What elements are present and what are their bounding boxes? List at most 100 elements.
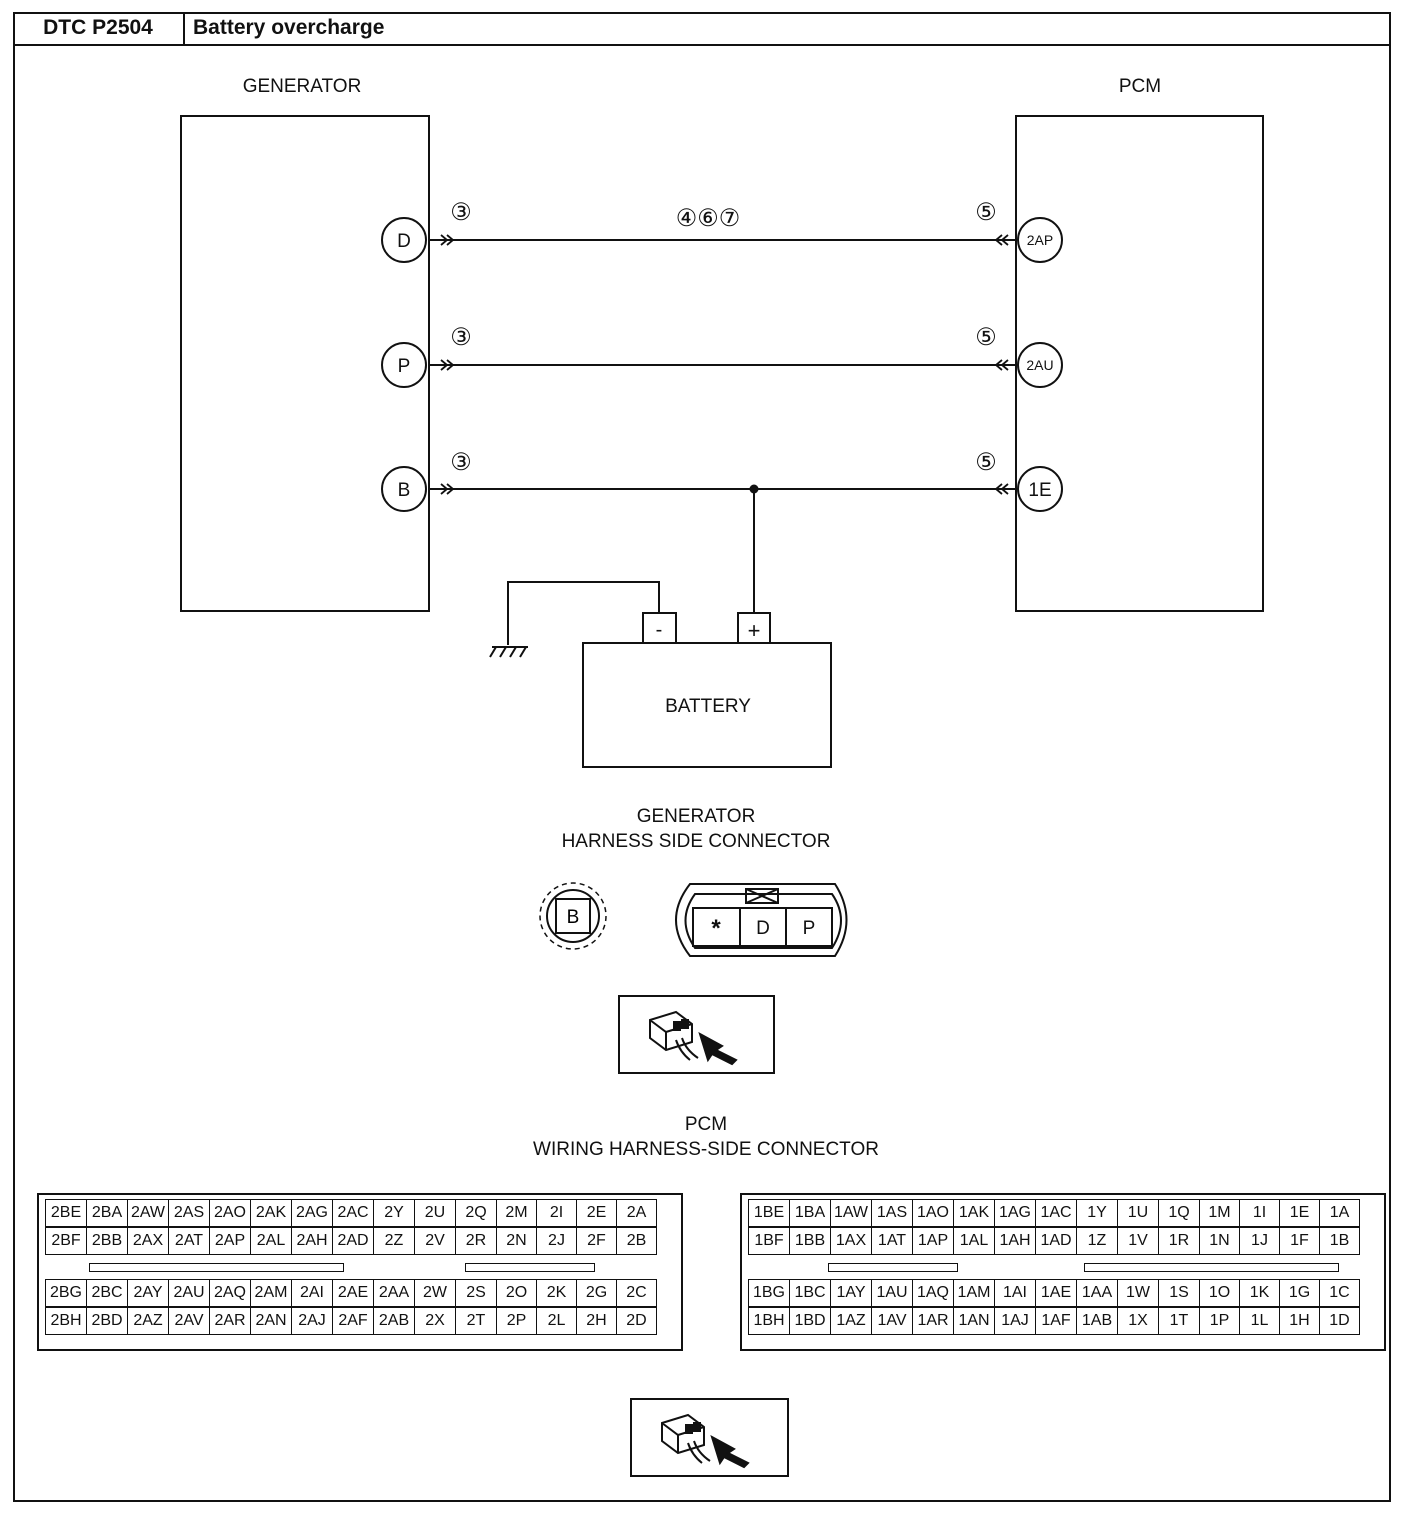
- pcm-block2-latch-row: [45, 1255, 675, 1279]
- generator-pin-d: D: [756, 918, 770, 939]
- pin-2as: 2AS: [168, 1199, 210, 1227]
- pin-1c: 1C: [1319, 1279, 1360, 1307]
- pin-1y: 1Y: [1076, 1199, 1118, 1227]
- pin-1ac: 1AC: [1035, 1199, 1077, 1227]
- latch-slot: [828, 1263, 958, 1272]
- pin-1k: 1K: [1239, 1279, 1280, 1307]
- generator-pin-star: *: [711, 915, 721, 942]
- pin-2z: 2Z: [373, 1227, 415, 1255]
- generator-terminal-b: [381, 466, 427, 512]
- pin-1am: 1AM: [953, 1279, 995, 1307]
- pin-2bd: 2BD: [86, 1307, 128, 1335]
- pin-2ae: 2AE: [332, 1279, 374, 1307]
- pin-2x: 2X: [414, 1307, 456, 1335]
- pin-1ak: 1AK: [953, 1199, 995, 1227]
- pin-2ak: 2AK: [250, 1199, 292, 1227]
- pin-1av: 1AV: [871, 1307, 913, 1335]
- pin-2l: 2L: [536, 1307, 577, 1335]
- generator-terminal-p: [381, 342, 427, 388]
- pin-1ax: 1AX: [830, 1227, 872, 1255]
- pin-1p: 1P: [1199, 1307, 1240, 1335]
- pin-2ar: 2AR: [209, 1307, 251, 1335]
- pin-2at: 2AT: [168, 1227, 210, 1255]
- pin-2ba: 2BA: [86, 1199, 128, 1227]
- step-marker-3: ③: [450, 199, 472, 226]
- pin-2bc: 2BC: [86, 1279, 128, 1307]
- generator-box: [180, 115, 430, 612]
- pin-2f: 2F: [576, 1227, 617, 1255]
- pin-2p: 2P: [496, 1307, 537, 1335]
- pin-1bc: 1BC: [789, 1279, 831, 1307]
- pin-1az: 1AZ: [830, 1307, 872, 1335]
- pin-1f: 1F: [1279, 1227, 1320, 1255]
- pin-2k: 2K: [536, 1279, 577, 1307]
- pin-1ba: 1BA: [789, 1199, 831, 1227]
- pin-2al: 2AL: [250, 1227, 292, 1255]
- pin-1an: 1AN: [953, 1307, 995, 1335]
- pin-1bd: 1BD: [789, 1307, 831, 1335]
- pcm-block1-latch-row: [748, 1255, 1378, 1279]
- pin-2ai: 2AI: [291, 1279, 333, 1307]
- diagram-frame: [13, 12, 1391, 1502]
- pcm-terminal-1e: [1017, 466, 1063, 512]
- pin-1q: 1Q: [1158, 1199, 1200, 1227]
- battery-positive-terminal: [737, 612, 771, 644]
- pin-1ar: 1AR: [912, 1307, 954, 1335]
- pin-1t: 1T: [1158, 1307, 1200, 1335]
- pin-2ac: 2AC: [332, 1199, 374, 1227]
- pcm-connector-title: PCM: [685, 1114, 727, 1135]
- latch-slot: [89, 1263, 344, 1272]
- pin-2m: 2M: [496, 1199, 537, 1227]
- pin-2bg: 2BG: [45, 1279, 87, 1307]
- pin-2h: 2H: [576, 1307, 617, 1335]
- pin-1z: 1Z: [1076, 1227, 1118, 1255]
- pin-2t: 2T: [455, 1307, 497, 1335]
- pin-2ap: 2AP: [209, 1227, 251, 1255]
- pin-2aj: 2AJ: [291, 1307, 333, 1335]
- pin-1ap: 1AP: [912, 1227, 954, 1255]
- splice-point: [749, 484, 759, 494]
- pin-2au: 2AU: [168, 1279, 210, 1307]
- pin-1e: 1E: [1279, 1199, 1320, 1227]
- pin-2ab: 2AB: [373, 1307, 415, 1335]
- pin-1l: 1L: [1239, 1307, 1280, 1335]
- pin-1d: 1D: [1319, 1307, 1360, 1335]
- pin-2bf: 2BF: [45, 1227, 87, 1255]
- pin-1aa: 1AA: [1076, 1279, 1118, 1307]
- pin-1au: 1AU: [871, 1279, 913, 1307]
- dtc-title: Battery overcharge: [193, 16, 385, 39]
- pin-2af: 2AF: [332, 1307, 374, 1335]
- pin-2aa: 2AA: [373, 1279, 415, 1307]
- pin-2i: 2I: [536, 1199, 577, 1227]
- pin-2n: 2N: [496, 1227, 537, 1255]
- pcm-connector-chevrons: [994, 234, 1009, 495]
- pin-2aw: 2AW: [127, 1199, 169, 1227]
- pin-1o: 1O: [1199, 1279, 1240, 1307]
- pin-2g: 2G: [576, 1279, 617, 1307]
- pin-1ay: 1AY: [830, 1279, 872, 1307]
- pin-1u: 1U: [1117, 1199, 1159, 1227]
- pin-1r: 1R: [1158, 1227, 1200, 1255]
- pin-2w: 2W: [414, 1279, 456, 1307]
- generator-pin-p: P: [803, 918, 816, 939]
- pcm-label: PCM: [1119, 76, 1161, 97]
- pin-1at: 1AT: [871, 1227, 913, 1255]
- pin-2ao: 2AO: [209, 1199, 251, 1227]
- generator-connector-title: GENERATOR: [637, 806, 756, 827]
- pin-2y: 2Y: [373, 1199, 415, 1227]
- step-marker-3: ③: [450, 449, 472, 476]
- step-marker-3: ③: [450, 324, 472, 351]
- pin-1al: 1AL: [953, 1227, 995, 1255]
- pin-2ax: 2AX: [127, 1227, 169, 1255]
- pin-1af: 1AF: [1035, 1307, 1077, 1335]
- step-marker-5: ⑤: [975, 324, 997, 351]
- pin-2ag: 2AG: [291, 1199, 333, 1227]
- pcm-terminal-2ap-label: 2AP: [1027, 232, 1053, 248]
- pin-1bf: 1BF: [748, 1227, 790, 1255]
